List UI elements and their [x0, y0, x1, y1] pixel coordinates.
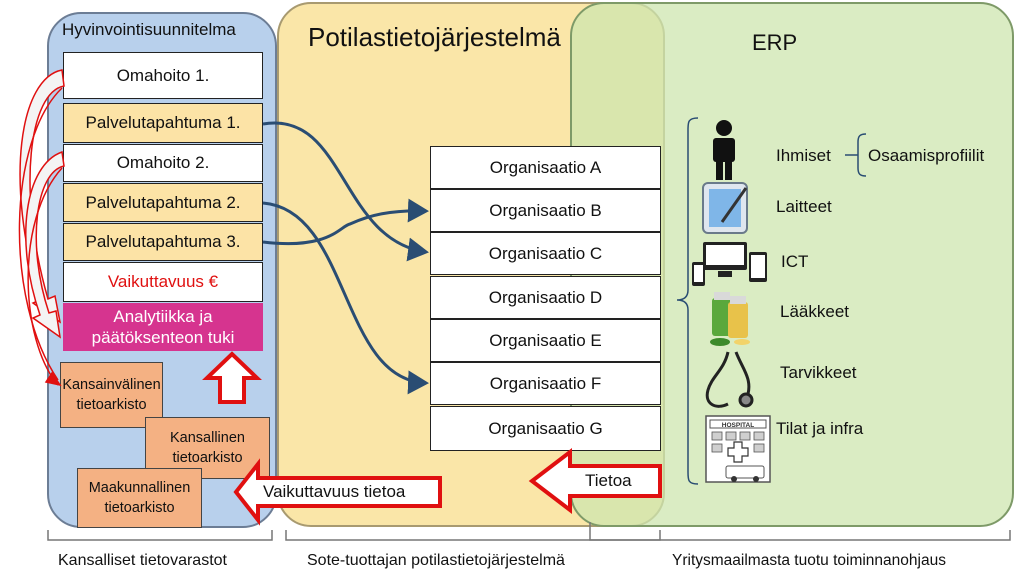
- bottom-label-left: Kansalliset tietovarastot: [58, 552, 227, 569]
- impact-box: Vaikuttavuus €: [63, 262, 263, 302]
- vaikuttavuus-tietoa-label: Vaikuttavuus tietoa: [263, 482, 406, 501]
- organisation-c: Organisaatio C: [430, 232, 661, 275]
- organisation-d: Organisaatio D: [430, 276, 661, 319]
- vaikuttavuus-tietoa-arrow: [233, 458, 442, 526]
- feedback-arrows: [19, 69, 65, 339]
- bottom-label-middle: Sote-tuottajan potilastietojärjestelmä: [307, 552, 565, 569]
- analytics-box: Analytiikka ja päätöksenteon tuki: [63, 303, 263, 351]
- organisation-b: Organisaatio B: [430, 189, 661, 232]
- plan-item-palvelutapahtuma-3: Palvelutapahtuma 3.: [63, 223, 263, 261]
- medicine-icon: [710, 292, 750, 346]
- organisation-f: Organisaatio F: [430, 362, 661, 405]
- erp-label-facilities: Tilat ja infra: [776, 419, 864, 438]
- erp-label-devices: Laitteet: [776, 197, 832, 216]
- erp-label-supplies: Tarvikkeet: [780, 363, 857, 382]
- erp-label-people: Ihmiset: [776, 146, 831, 165]
- stethoscope-icon: [705, 351, 754, 408]
- thin-red-arrows: [18, 87, 63, 387]
- flow-palvelu1-to-org-c: [262, 121, 429, 262]
- thin-arrow-2: [27, 167, 63, 386]
- tietoa-label: Tietoa: [585, 471, 632, 490]
- archive-international: Kansainvälinen tietoarkisto: [60, 362, 163, 428]
- hyvinvointisuunnitelma-title: Hyvinvointisuunnitelma: [62, 20, 236, 39]
- bottom-label-right: Yritysmaailmasta tuotu toiminnanohjaus: [672, 552, 946, 569]
- hospital-icon: HOSPITAL: [705, 415, 771, 483]
- plan-item-omahoito-2: Omahoito 2.: [63, 144, 263, 182]
- ict-devices-icon: [692, 242, 767, 286]
- skills-brace: [857, 133, 867, 177]
- organisation-g: Organisaatio G: [430, 406, 661, 451]
- organisation-e: Organisaatio E: [430, 319, 661, 362]
- up-arrow-icon: [202, 351, 262, 404]
- plan-item-palvelutapahtuma-2: Palvelutapahtuma 2.: [63, 183, 263, 222]
- plan-item-palvelutapahtuma-1: Palvelutapahtuma 1.: [63, 103, 263, 143]
- flow-lines: [262, 121, 429, 395]
- person-icon: [713, 120, 735, 180]
- potilastietojarjestelma-title: Potilastietojärjestelmä: [308, 22, 561, 52]
- hospital-sign-text: HOSPITAL: [722, 422, 754, 429]
- erp-label-ict: ICT: [781, 252, 809, 271]
- thin-arrow-1: [18, 87, 63, 381]
- flow-palvelu3-to-org-b: [262, 198, 429, 246]
- tietoa-arrow: [528, 447, 662, 515]
- erp-title: ERP: [752, 30, 798, 55]
- thin-arrow-head: [44, 371, 62, 387]
- erp-label-skills: Osaamisprofiilit: [868, 146, 985, 165]
- bottom-brackets: [47, 522, 1011, 541]
- curved-arrow-omahoito2: [25, 150, 65, 339]
- organisation-a: Organisaatio A: [430, 146, 661, 189]
- archive-regional: Maakunnallinen tietoarkisto: [77, 468, 202, 528]
- erp-brace: [676, 117, 699, 485]
- tablet-icon: [702, 182, 748, 234]
- flow-palvelu2-to-org-f: [262, 201, 429, 395]
- curved-arrow-omahoito1: [19, 69, 65, 324]
- plan-item-omahoito-1: Omahoito 1.: [63, 52, 263, 99]
- erp-label-medicines: Lääkkeet: [780, 302, 849, 321]
